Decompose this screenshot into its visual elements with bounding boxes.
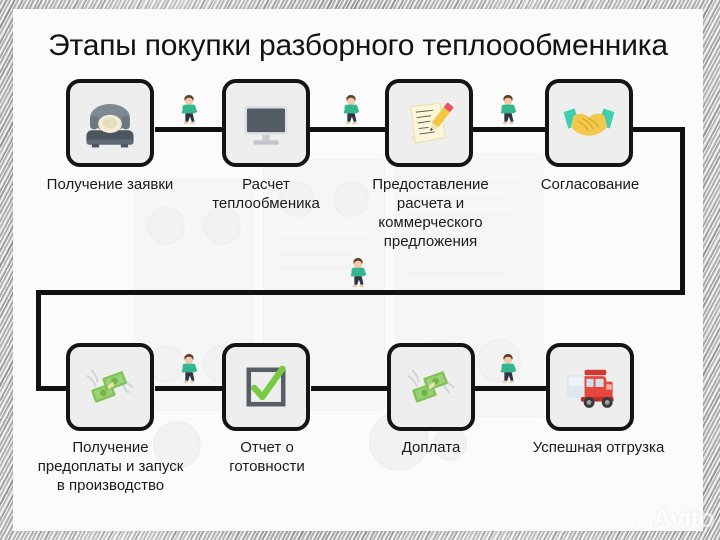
walking-person-icon (350, 257, 367, 288)
step-label-doplata: Доплата (401, 439, 461, 456)
walking-person-icon (500, 353, 517, 384)
step-label-poluchenie-zayavki: Получение заявки (46, 176, 174, 193)
avito-watermark-text: Avito (652, 503, 715, 533)
connector-r1-s1-s2 (155, 127, 222, 132)
telephone-icon (86, 103, 134, 148)
walking-person-icon (500, 94, 517, 125)
connector-r2-s1-s2 (155, 386, 223, 391)
money-with-wings-icon (86, 369, 134, 403)
step-label-uspeshnaya-otgruzka: Успешная отгрузка (532, 439, 665, 456)
connector-mid-horizontal (36, 290, 685, 295)
step-box-uspeshnaya-otgruzka[interactable] (546, 343, 634, 431)
desktop-computer-icon (244, 105, 288, 145)
check-box-icon (246, 365, 286, 407)
walking-person-icon (181, 94, 198, 125)
step-box-doplata[interactable] (387, 343, 475, 431)
step-box-soglasovanie[interactable] (545, 79, 633, 167)
avito-logo-icon (626, 508, 647, 528)
step-box-raschet-teploobmenika[interactable] (222, 79, 310, 167)
connector-r2-s3-s4 (473, 386, 546, 391)
connector-left-vertical (36, 290, 41, 390)
walking-person-icon (343, 94, 360, 125)
connector-r1-right-out (633, 127, 685, 132)
avito-watermark: Avito (624, 503, 715, 534)
connector-left-into-r2 (36, 386, 70, 391)
step-box-poluchenie-zayavki[interactable] (66, 79, 154, 167)
handshake-icon (563, 108, 615, 136)
memo-pencil-icon (410, 102, 454, 144)
connector-right-vertical (680, 127, 685, 295)
money-with-wings-icon (407, 369, 455, 403)
connector-r1-s3-s4 (473, 127, 545, 132)
delivery-truck-icon (566, 369, 614, 408)
connector-r1-s2-s3 (310, 127, 385, 132)
connector-r2-s2-s3 (311, 386, 387, 391)
step-label-soglasovanie: Согласование (540, 176, 640, 193)
step-box-predostavlenie-rascheta[interactable] (385, 79, 473, 167)
step-box-poluchenie-predoplaty[interactable] (66, 343, 154, 431)
walking-person-icon (181, 353, 198, 384)
page-title: Этапы покупки разборного теплоообменника (48, 29, 668, 62)
step-box-otchet-o-gotovnosti[interactable] (222, 343, 310, 431)
